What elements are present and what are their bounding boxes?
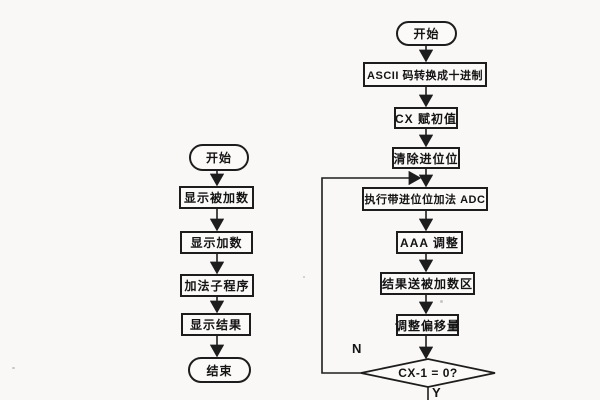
- node-addition-subroutine: 加法子程序: [180, 274, 254, 297]
- node-decision-cx-zero: CX-1 = 0?: [398, 366, 458, 380]
- node-aaa-adjust: AAA 调整: [396, 231, 463, 254]
- node-display-result: 显示结果: [181, 313, 251, 336]
- scan-speck: [440, 300, 443, 303]
- connector-no-branch-loop: [321, 170, 422, 374]
- node-adc-add-with-carry: 执行带进位位加法 ADC: [362, 187, 488, 211]
- node-ascii-to-decimal: ASCII 码转换成十进制: [363, 62, 487, 87]
- node-right-start-terminal: 开始: [396, 21, 457, 46]
- branch-label-no: N: [352, 341, 362, 356]
- node-clear-carry: 清除进位位: [392, 147, 460, 169]
- node-left-end-terminal: 结束: [188, 357, 251, 383]
- scan-speck: [303, 276, 305, 278]
- scan-speck: [12, 367, 15, 369]
- node-display-augend: 显示被加数: [179, 186, 254, 209]
- decision-diamond-shape: [360, 358, 496, 388]
- branch-label-yes: Y: [432, 385, 441, 400]
- node-store-result-to-augend: 结果送被加数区: [380, 272, 475, 295]
- node-cx-init: CX 赋初值: [394, 107, 458, 129]
- node-left-start-terminal: 开始: [189, 144, 249, 171]
- node-display-addend: 显示加数: [180, 231, 253, 254]
- node-adjust-offset: 调整偏移量: [395, 314, 459, 336]
